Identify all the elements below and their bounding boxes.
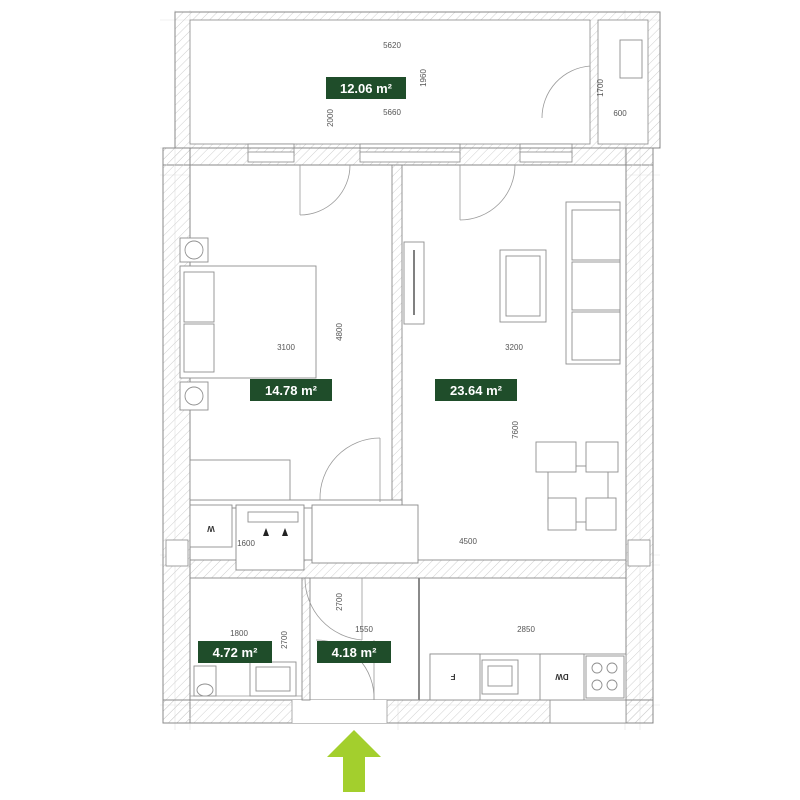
- dishwasher-label: DW: [555, 672, 569, 681]
- dim-hall-width: 1550: [355, 625, 373, 634]
- fridge: [429, 653, 481, 701]
- dim-kitchen-width: 2850: [517, 625, 535, 634]
- sofa-cushion: [571, 311, 621, 361]
- dishwasher: [539, 653, 585, 701]
- dim-terrace-width-top: 5620: [383, 41, 401, 50]
- entrance-arrow-icon: [327, 730, 381, 792]
- dim-terrace-door-width: 600: [613, 109, 627, 118]
- chair: [535, 441, 577, 473]
- bathroom-door-swing: [304, 577, 363, 641]
- washer-label: W: [207, 524, 215, 533]
- dim-wardrobe-width: 1600: [237, 539, 255, 548]
- living-door-swing: [459, 164, 516, 221]
- bedroom-area-badge: 14.78 m²: [250, 379, 332, 401]
- bathroom-area: 4.72 m²: [213, 645, 258, 660]
- chair: [585, 441, 619, 473]
- living-area: 23.64 m²: [450, 383, 503, 398]
- living-area-badge: 23.64 m²: [435, 379, 517, 401]
- dim-hall-depth: 2700: [335, 593, 344, 611]
- lamp-icon: [184, 386, 204, 406]
- fridge-label: F: [450, 672, 455, 681]
- dim-living-total-width: 4500: [459, 537, 477, 546]
- washer: [189, 504, 233, 548]
- dim-bathroom-depth: 2700: [280, 631, 289, 649]
- dim-terrace-width-inner: 5660: [383, 108, 401, 117]
- wardrobe-arrow-icon: [282, 528, 288, 536]
- cooktop: [585, 655, 625, 699]
- bathroom-furniture: [190, 661, 302, 697]
- terrace-area: 12.06 m²: [340, 81, 393, 96]
- sofa-cushion: [571, 209, 621, 261]
- internal-walls: [189, 164, 627, 701]
- terrace-area-badge: 12.06 m²: [326, 77, 406, 99]
- dim-living-depth: 7600: [511, 421, 520, 439]
- dimensions: 5620 5660 1960 2000 1700 600 3100 4800 3…: [230, 41, 627, 649]
- living-furniture: [403, 164, 621, 531]
- area-labels: 12.06 m² 14.78 m² 23.64 m² 4.72 m² 4.18 …: [198, 77, 517, 663]
- bed-pillow: [183, 323, 215, 373]
- bathroom-area-badge: 4.72 m²: [198, 641, 272, 663]
- bed-pillow: [183, 271, 215, 323]
- dim-terrace-depth: 1960: [419, 69, 428, 87]
- wardrobe-arrow-icon: [263, 528, 269, 536]
- chair: [547, 497, 577, 531]
- dim-bathroom-width: 1800: [230, 629, 248, 638]
- dim-bedroom-depth: 4800: [335, 323, 344, 341]
- bedroom-door-swing: [319, 437, 381, 501]
- chair: [585, 497, 617, 531]
- bedroom-door-swing: [299, 164, 351, 216]
- dim-terrace-depth-left: 2000: [326, 109, 335, 127]
- dim-terrace-door-depth: 1700: [596, 79, 605, 97]
- hall-area-badge: 4.18 m²: [317, 641, 391, 663]
- shelf: [247, 511, 299, 523]
- dim-bedroom-width: 3100: [277, 343, 295, 352]
- bedroom-furniture: [179, 164, 381, 502]
- terrace: [174, 11, 661, 155]
- sofa-cushion: [571, 261, 621, 311]
- bedroom-area: 14.78 m²: [265, 383, 318, 398]
- hall-area: 4.18 m²: [332, 645, 377, 660]
- lamp-icon: [184, 240, 204, 260]
- terrace-furniture: [619, 39, 643, 79]
- wardrobe: [189, 459, 291, 501]
- kitchen-furniture: F DW: [429, 653, 627, 701]
- wardrobe-niche: W: [189, 504, 299, 548]
- terrace-door-swing: [541, 65, 591, 119]
- dim-living-width: 3200: [505, 343, 523, 352]
